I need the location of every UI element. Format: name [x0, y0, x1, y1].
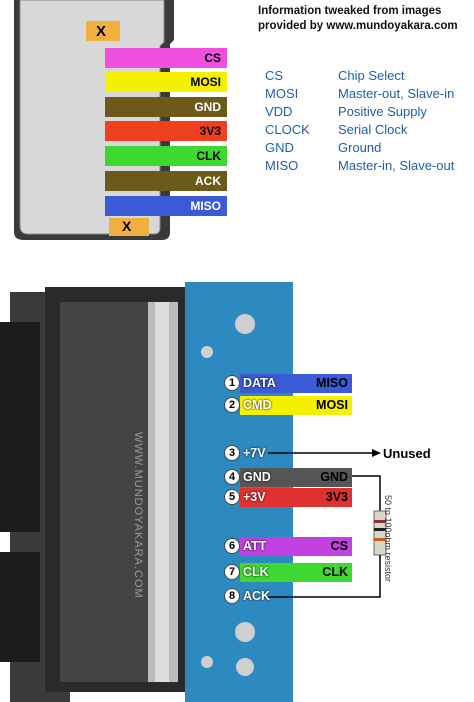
legend-abbr: CS	[265, 68, 284, 83]
legend-abbr: CLOCK	[265, 122, 310, 137]
psx-pin-name: CMD	[243, 398, 272, 412]
psx-mapped-signal: MOSI	[316, 398, 348, 412]
sd-pin-label: MOSI	[170, 72, 227, 92]
psx-pin-number: 2	[224, 397, 240, 413]
nc-mark-bottom: X	[122, 218, 132, 234]
legend-abbr: MISO	[265, 158, 299, 173]
sd-pin-label: MISO	[170, 196, 227, 216]
psx-pin-number: 1	[224, 375, 240, 391]
legend-desc: Ground	[338, 140, 382, 155]
psx-pin-name: GND	[243, 470, 271, 484]
legend-abbr: MOSI	[265, 86, 299, 101]
psx-mapped-signal: CLK	[322, 565, 348, 579]
psx-mapped-signal: 3V3	[325, 490, 348, 504]
legend-desc: Master-in, Slave-out	[338, 158, 455, 173]
psx-pin-name: ACK	[243, 589, 271, 603]
psx-pin-number: 6	[224, 538, 240, 554]
sd-pin-label: CS	[170, 48, 227, 68]
psx-pin-number: 5	[224, 489, 240, 505]
psx-pin-number: 3	[224, 445, 240, 461]
image-credit: Information tweaked from images provided…	[258, 4, 458, 34]
sd-pin-label: ACK	[170, 171, 227, 191]
sd-pin-label: GND	[170, 97, 227, 117]
legend-row: MISO Master-in, Slave-out	[265, 157, 454, 175]
psx-pin-number: 8	[224, 588, 240, 604]
legend-row: CLOCK Serial Clock	[265, 121, 454, 139]
resistor-label: 50 to 100ohm resistor	[383, 495, 393, 583]
psx-pin-name: CLK	[243, 565, 269, 579]
psx-pin-bar	[240, 563, 352, 582]
psx-mapped-signal: GND	[320, 470, 348, 484]
credit-line-1: Information tweaked from images	[258, 5, 442, 17]
legend-row: GND Ground	[265, 139, 454, 157]
legend-abbr: GND	[265, 140, 294, 155]
legend-row: MOSI Master-out, Slave-in	[265, 85, 454, 103]
psx-pin-bar	[240, 537, 352, 556]
legend-row: CS Chip Select	[265, 67, 454, 85]
psx-pin-name: +7V	[243, 446, 266, 460]
sd-pin-label: 3V3	[170, 121, 227, 141]
psx-pin-number: 4	[224, 469, 240, 485]
psx-watermark: WWW.MUNDOYAKARA.COM	[132, 432, 144, 599]
legend-abbr: VDD	[265, 104, 293, 119]
psx-pin-bar	[240, 488, 352, 507]
psx-pin-bar	[240, 374, 352, 393]
credit-line-2: provided by www.mundoyakara.com	[258, 20, 458, 32]
legend-desc: Serial Clock	[338, 122, 408, 137]
legend-desc: Positive Supply	[338, 104, 427, 119]
psx-mapped-signal: CS	[330, 539, 348, 553]
psx-pin-name: +3V	[243, 490, 266, 504]
unused-label: Unused	[383, 446, 431, 461]
legend-desc: Master-out, Slave-in	[338, 86, 455, 101]
psx-mapped-signal: MISO	[316, 376, 348, 390]
psx-pin-bar	[240, 468, 352, 487]
psx-pin-name: ATT	[243, 539, 267, 553]
legend-row: VDD Positive Supply	[265, 103, 454, 121]
signal-legend: CS Chip Select MOSI Master-out, Slave-in V…	[265, 67, 454, 175]
legend-desc: Chip Select	[338, 68, 405, 83]
sd-pin-label: CLK	[170, 146, 227, 166]
psx-pin-bar	[240, 396, 352, 415]
psx-pin-name: DATA	[243, 376, 276, 390]
psx-pin-number: 7	[224, 564, 240, 580]
nc-mark-top: X	[96, 23, 107, 40]
